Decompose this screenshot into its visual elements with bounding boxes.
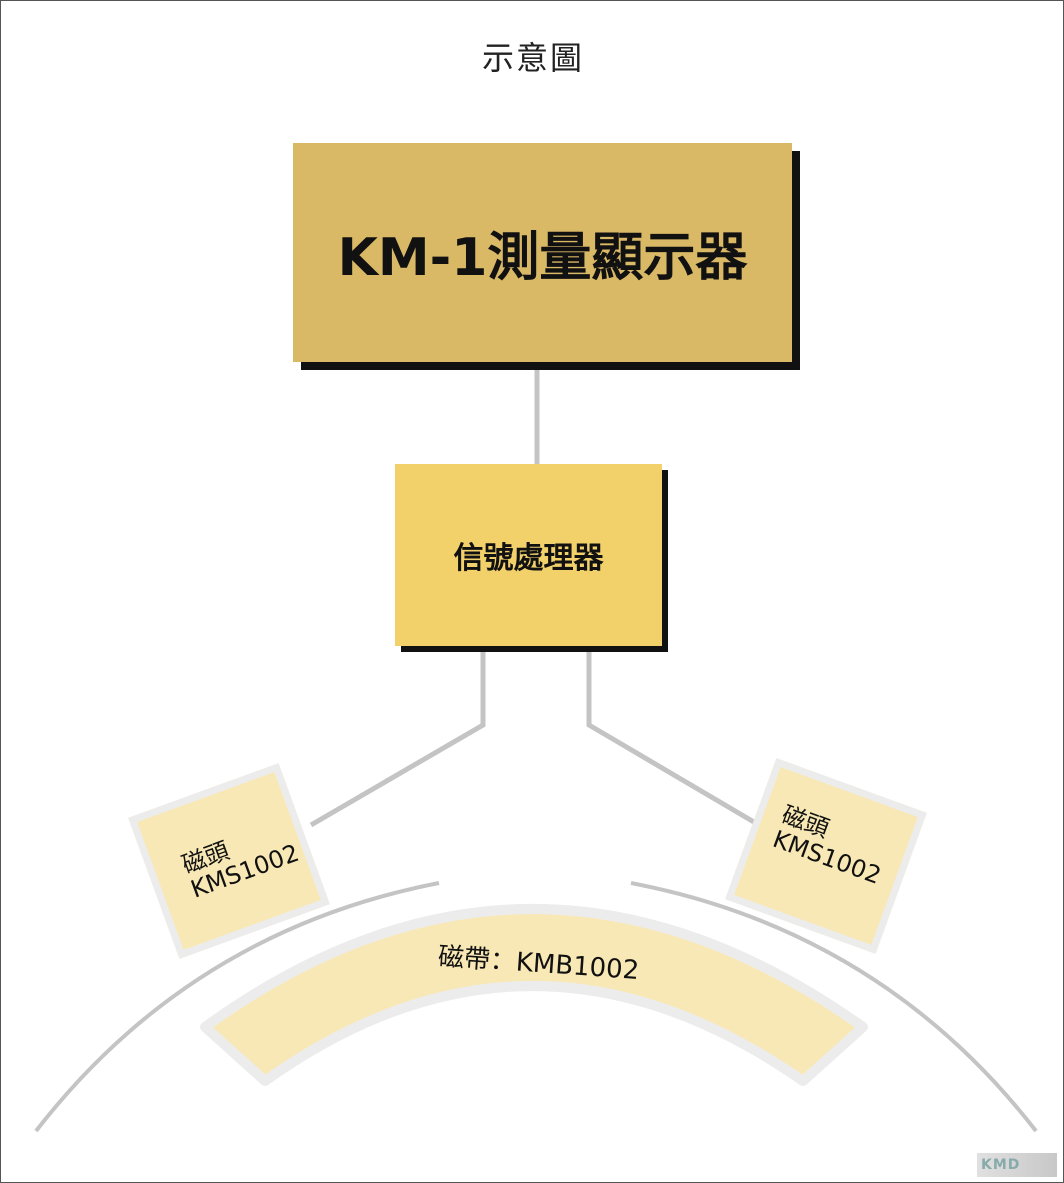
signal-processor-label: 信號處理器 [453,541,604,576]
drum-outer-arc-right [630,881,1038,1133]
signal-processor-box: 信號處理器 [395,464,662,646]
brand-logo: KMD [977,1153,1057,1177]
diagram-title: 示意圖 [481,39,584,77]
tape-band [200,904,868,1086]
display-unit-box: KM-1測量顯示器 [293,143,792,362]
drum-outer-arc-left [34,881,440,1133]
connector-processor-left-head [309,650,486,828]
display-unit-label: KM-1測量顯示器 [337,228,748,288]
connector-processor-right-head [586,650,761,828]
